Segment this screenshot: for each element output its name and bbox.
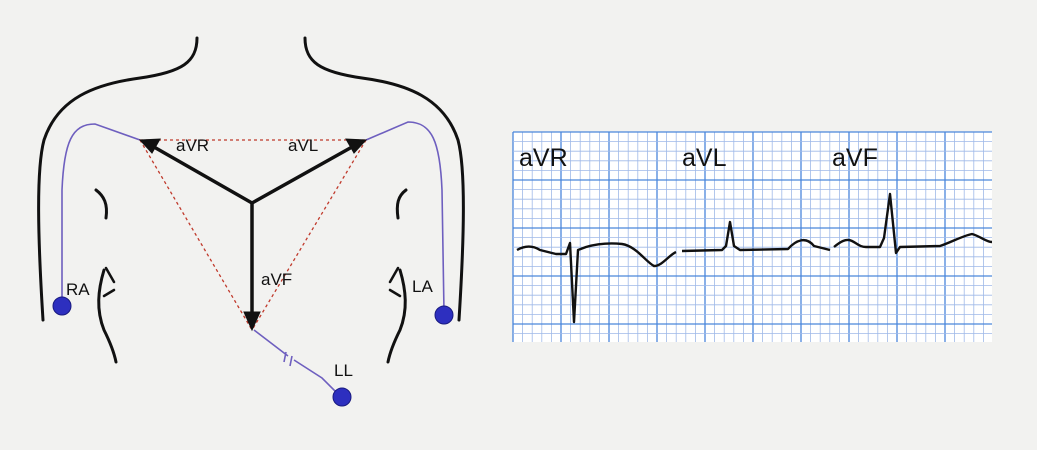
ecg-grid [513, 132, 992, 342]
left-fold-mark [104, 268, 114, 296]
right-fold-mark [390, 268, 400, 296]
ecg-panel: aVR aVL aVF [513, 132, 992, 342]
neck-right-line [305, 38, 463, 320]
ecg-avl-label: aVL [682, 144, 727, 172]
triangle-left-edge [140, 140, 252, 330]
avr-vector-line [154, 147, 252, 203]
avf-vector-label: aVF [261, 270, 292, 289]
ll-electrode [333, 388, 351, 406]
la-electrode-label: LA [412, 277, 433, 296]
ll-electrode-label: LL [334, 361, 353, 380]
ra-lead-wire [62, 124, 140, 300]
left-inner-arm-line [99, 270, 116, 362]
avl-vector-line [252, 147, 352, 203]
left-armpit-line [96, 190, 107, 218]
la-electrode [435, 306, 453, 324]
ecg-avf-label: aVF [832, 144, 878, 172]
ecg-avr-label: aVR [519, 144, 568, 172]
ll-wire-break [284, 352, 292, 366]
ll-lead-wire [254, 330, 340, 396]
avr-vector-label: aVR [176, 136, 209, 155]
ra-electrode-label: RA [66, 280, 90, 299]
right-armpit-line [397, 190, 406, 218]
triangle-right-edge [252, 140, 366, 330]
ra-electrode [53, 297, 71, 315]
right-inner-arm-line [388, 270, 405, 362]
avl-vector-label: aVL [288, 136, 318, 155]
lead-vectors [140, 139, 366, 330]
